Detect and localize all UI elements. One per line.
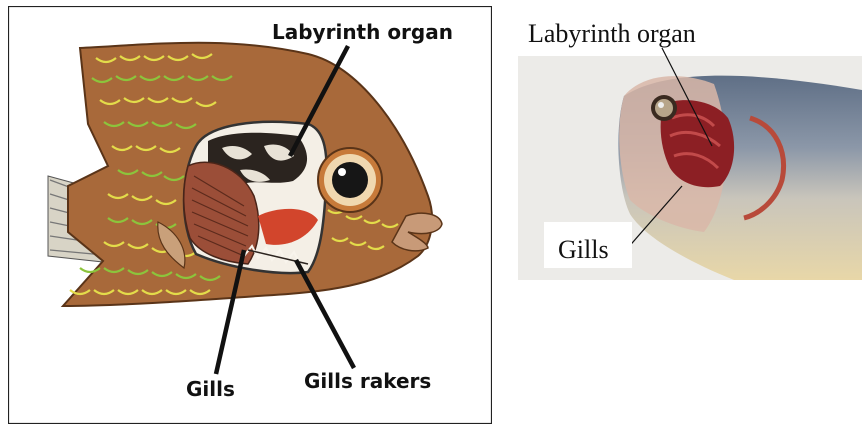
photo-label-gills: Gills xyxy=(558,235,609,264)
photo-panel: Labyrinth organ Gills xyxy=(514,0,862,424)
eye xyxy=(318,148,382,212)
illustration-panel: Labyrinth organ Gills Gills rakers xyxy=(8,6,492,424)
fish-illustration: Labyrinth organ Gills Gills rakers xyxy=(8,6,492,424)
cutaway-window xyxy=(184,122,327,273)
label-gills-rakers: Gills rakers xyxy=(304,369,431,393)
label-labyrinth-organ: Labyrinth organ xyxy=(272,20,453,44)
photo-label-labyrinth-organ: Labyrinth organ xyxy=(528,19,696,48)
label-gills: Gills xyxy=(186,377,235,401)
fish-photo: Labyrinth organ Gills xyxy=(514,0,862,424)
photo-eye xyxy=(651,95,677,121)
